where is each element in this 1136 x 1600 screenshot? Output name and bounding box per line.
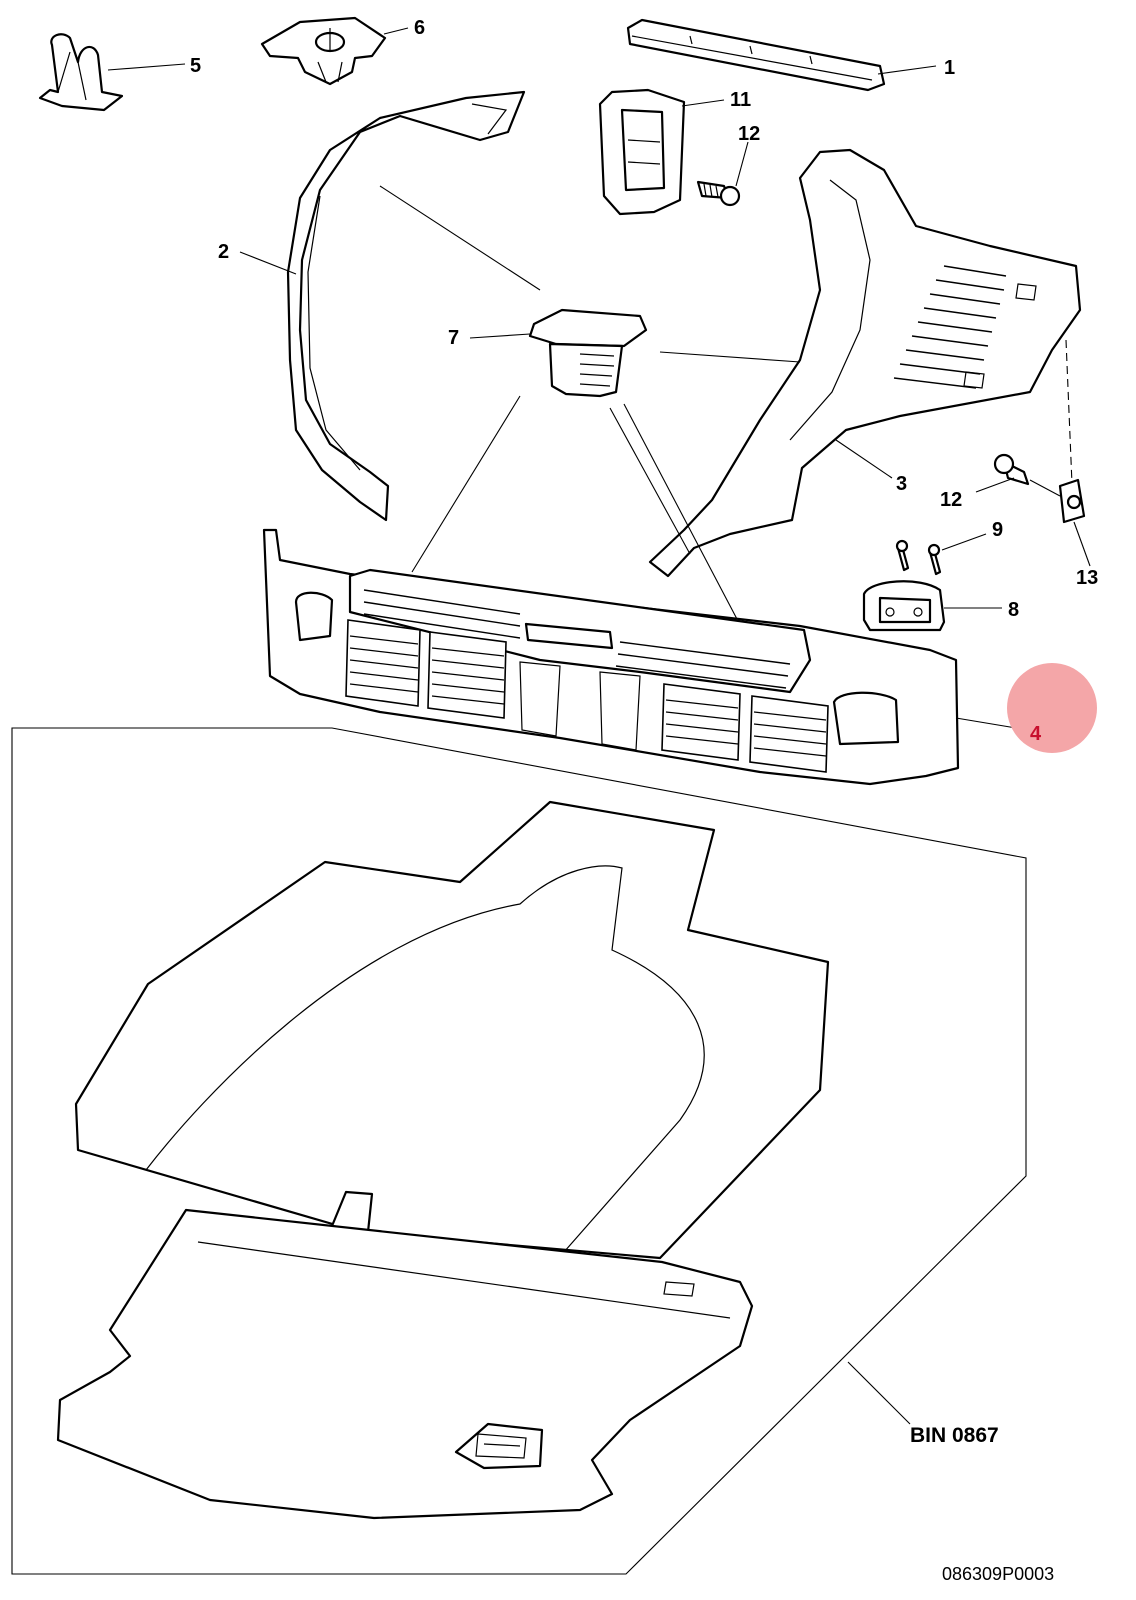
callout-5[interactable]: 5 xyxy=(190,55,201,77)
part-11-bracket-frame xyxy=(598,88,725,216)
part-12-screw-lower xyxy=(975,453,1061,497)
part-3-vent-slats xyxy=(893,265,1007,389)
part-2-left-side-panel xyxy=(239,90,526,522)
part-5-spring-clip xyxy=(38,33,186,112)
callout-2[interactable]: 2 xyxy=(218,241,229,263)
part-4-rear-trim-panel xyxy=(262,528,1017,786)
part-4-grille-right-1 xyxy=(661,683,741,761)
part-12-screw-upper xyxy=(696,141,749,207)
callout-8[interactable]: 8 xyxy=(1008,599,1019,621)
callout-3[interactable]: 3 xyxy=(896,473,907,495)
part-4-top-slots xyxy=(363,589,791,689)
callout-7[interactable]: 7 xyxy=(448,327,459,349)
drawing-number: 086309P0003 xyxy=(942,1564,1054,1584)
part-4-grille-right-2 xyxy=(749,695,829,773)
callout-12-upper[interactable]: 12 xyxy=(738,123,760,145)
callout-12-lower[interactable]: 12 xyxy=(940,489,962,511)
part-6-clip-nut xyxy=(260,16,409,86)
part-7-push-clip xyxy=(379,185,801,641)
part-3-right-side-panel xyxy=(648,148,1082,578)
callout-13[interactable]: 13 xyxy=(1076,567,1098,589)
bin-0867-group xyxy=(11,727,1027,1575)
part-4-grille-left-1 xyxy=(345,619,421,707)
callout-4-highlight[interactable]: 4 xyxy=(1007,663,1097,753)
part-9-screws xyxy=(895,533,987,576)
part-1-upper-trim-strip xyxy=(626,18,937,92)
callout-9[interactable]: 9 xyxy=(992,519,1003,541)
callout-1[interactable]: 1 xyxy=(944,57,955,79)
callout-4-highlight-circle xyxy=(1007,663,1097,753)
callout-11[interactable]: 11 xyxy=(730,89,751,111)
part-4-grille-left-2 xyxy=(427,631,507,719)
callout-6[interactable]: 6 xyxy=(414,17,425,39)
bin-reference[interactable]: BIN 0867 xyxy=(910,1424,999,1447)
part-13-clip xyxy=(1058,478,1091,567)
callout-4[interactable]: 4 xyxy=(1030,723,1042,745)
